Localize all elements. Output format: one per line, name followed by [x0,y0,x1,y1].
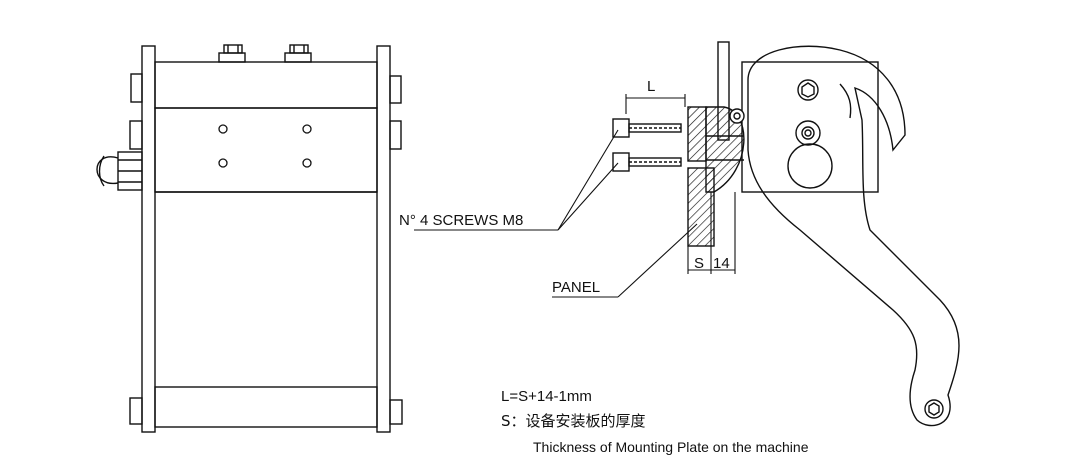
hex-nut [795,120,821,146]
top-nut-left [218,44,246,63]
mushroom-knob [96,156,119,184]
s-definition-cn: S：设备安装板的厚度 [501,412,646,430]
dimension-14-label: 14 [713,255,730,272]
top-nut-right [284,44,312,63]
dimension-L [625,94,686,114]
left-side-nuts [117,73,143,425]
screws-label: N° 4 SCREWS M8 [399,212,523,229]
bottom-pivot [924,399,944,419]
pin-circle [729,108,745,124]
side-view [612,41,960,427]
bracket-section [705,106,745,193]
dimension-S-14 [687,192,736,274]
mid-body [154,107,378,193]
dimension-S-label: S [694,255,704,272]
left-side-plate [141,45,156,433]
screw-lower [612,152,682,172]
bottom-bar [154,386,378,428]
mounting-holes [218,124,312,168]
front-view [96,44,403,433]
s-definition-en: Thickness of Mounting Plate on the machi… [533,439,809,455]
latch-lever [747,45,960,427]
right-side-nuts [389,75,403,425]
upper-body [154,61,378,109]
right-side-plate [376,45,391,433]
roller [787,143,833,189]
panel-section-upper [687,106,707,162]
leader-lines [414,129,698,298]
formula-note: L=S+14-1mm [501,388,592,405]
panel-label: PANEL [552,279,600,296]
screw-upper [612,118,682,138]
pivot-upper [797,79,819,101]
dimension-L-label: L [647,78,655,95]
